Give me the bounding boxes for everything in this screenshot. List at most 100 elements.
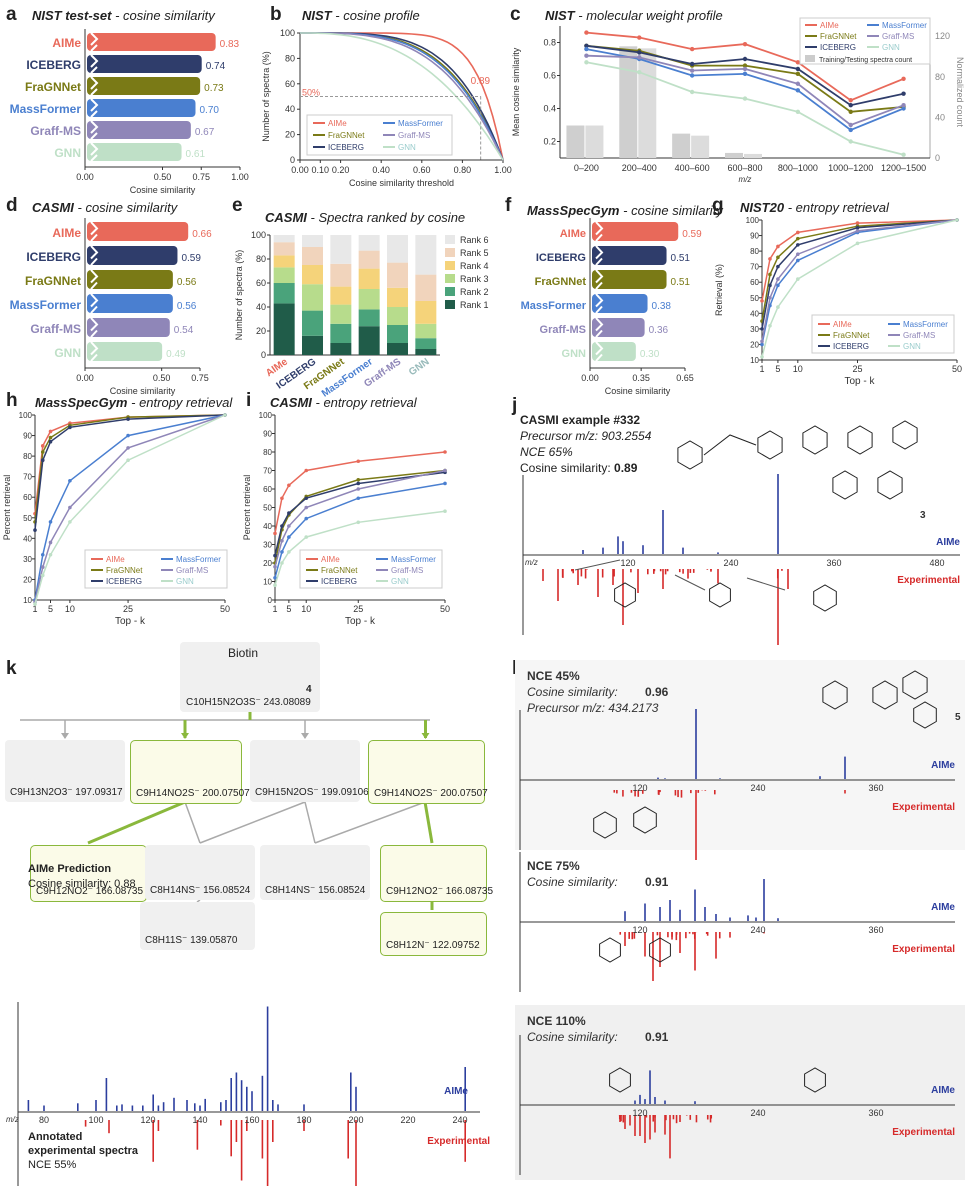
- ytick-label-80: 80: [285, 53, 295, 63]
- ytick-label-80: 80: [23, 452, 32, 461]
- point-AIMe-0: [273, 531, 277, 536]
- ytick-label-20: 20: [23, 575, 32, 584]
- j-nce: NCE 65%: [520, 445, 573, 459]
- xtick-label-25: 25: [853, 364, 863, 374]
- legend-label-ICEBERG: ICEBERG: [820, 43, 856, 52]
- panel-label-l: l: [512, 658, 518, 679]
- xtick-label-10: 10: [301, 604, 311, 614]
- point-AIMe-2: [48, 429, 53, 434]
- legend-label-ICEBERG: ICEBERG: [833, 342, 869, 351]
- point-AIMe-1: [280, 496, 284, 501]
- point-AIMe-6: [901, 76, 906, 81]
- l2-nce: NCE 110%: [527, 1014, 586, 1028]
- k-root-id: 4: [306, 684, 312, 695]
- k-tick-220: 220: [400, 1115, 415, 1125]
- j-tick-360: 360: [826, 558, 841, 568]
- value-label-ICEBERG: 0.59: [181, 253, 201, 264]
- xtick-label-10: 10: [65, 604, 75, 614]
- value-label-Graff-MS: 0.54: [174, 325, 194, 336]
- ytick-label-90: 90: [750, 232, 759, 241]
- point-AIMe-3: [796, 230, 800, 235]
- ytick-label-40: 40: [285, 104, 295, 114]
- point-ICEBERG-2: [48, 439, 53, 444]
- bar-MassFormer-rank6: [358, 235, 380, 251]
- k-fragment-formula-6: C8H14NS⁻ 156.08524: [265, 885, 366, 896]
- legend-swatch-bars: [805, 55, 815, 62]
- bar-ICEBERG-rank2: [302, 310, 323, 336]
- bar-break-AIMe: [90, 221, 99, 242]
- ytick-label-20: 20: [750, 340, 759, 349]
- point-Graff-MS-4: [126, 446, 130, 450]
- l-ring-3: [913, 701, 937, 729]
- k-fragment-box-8: C8H11S⁻ 139.05870: [140, 902, 255, 950]
- bar-test-3: [744, 153, 762, 158]
- bar-break-GNN: [90, 341, 99, 362]
- value-label-GNN: 0.30: [640, 349, 660, 360]
- title-a-sub: - cosine similarity: [115, 8, 215, 23]
- legend-label-FraGNNet: FraGNNet: [321, 566, 358, 575]
- bar-FraGNNet-rank4: [330, 286, 352, 305]
- xtick-label-50: 50: [440, 604, 450, 614]
- ytick-label-60: 60: [23, 493, 32, 502]
- line-FraGNNet: [34, 414, 226, 522]
- point-FraGNNet-4: [356, 477, 361, 482]
- k-fragment-formula-8: C8H11S⁻ 139.05870: [145, 935, 238, 946]
- point-FraGNNet-3: [796, 236, 800, 241]
- panel-title-f: MassSpecGym - cosine similarity: [527, 203, 723, 218]
- point-Graff-MS-1: [768, 295, 772, 300]
- point-ICEBERG-4: [795, 66, 801, 72]
- line-AIMe: [761, 219, 958, 302]
- tick-label-0.75: 0.75: [192, 172, 210, 182]
- k-tree-arrow-2: [301, 733, 309, 739]
- point-Graff-MS-6: [901, 103, 906, 108]
- point-AIMe-2: [287, 483, 291, 488]
- legend-label-GNN: GNN: [882, 43, 900, 52]
- ytick-label-70: 70: [263, 467, 272, 476]
- l2-tick-120: 120: [632, 1108, 647, 1118]
- legend-label-FraGNNet: FraGNNet: [833, 331, 870, 340]
- panel-label-j: j: [512, 395, 518, 416]
- value-label-GNN: 0.61: [186, 149, 206, 160]
- l-ring-2: [902, 670, 928, 700]
- point-Graff-MS-5: [443, 468, 447, 473]
- legend-label-GNN: GNN: [391, 577, 409, 586]
- ytick-label-0: 0: [261, 350, 266, 360]
- panel-label-i: i: [246, 390, 252, 411]
- l0-cos: 0.96: [645, 685, 669, 699]
- j-ring-5: [832, 470, 858, 500]
- category-label-MassFormer: MassFormer: [521, 300, 587, 312]
- k-tick-140: 140: [192, 1115, 207, 1125]
- title-g-sub: - entropy retrieval: [787, 200, 889, 215]
- legend-box: [306, 114, 453, 156]
- category-label-GNN: GNN: [562, 348, 587, 360]
- category-label-GNN: GNN: [54, 146, 81, 160]
- point-GNN-0: [33, 602, 37, 606]
- ylabel: Retrieval (%): [714, 264, 724, 316]
- value-label-ICEBERG: 0.51: [671, 253, 691, 264]
- j-pointer-0: [574, 559, 621, 571]
- xtick-label-1.00: 1.00: [494, 165, 512, 175]
- point-GNN-2: [287, 550, 291, 554]
- bar-MassFormer-rank4: [358, 268, 380, 289]
- point-AIMe-1: [40, 444, 45, 448]
- point-GNN-3: [304, 535, 309, 539]
- title-g-main: NIST20: [740, 200, 785, 215]
- j-ring-0: [677, 440, 703, 470]
- tick-label-0.50: 0.50: [154, 172, 172, 182]
- category-label-Graff-MS: Graff-MS: [540, 324, 586, 336]
- ytick-label-80: 80: [263, 448, 272, 457]
- title-f-main: MassSpecGym: [527, 203, 620, 218]
- ytick-label-100: 100: [280, 28, 295, 38]
- point-AIMe-1: [768, 257, 772, 261]
- point-Graff-MS-3: [68, 505, 72, 510]
- l1-exp-label: Experimental: [892, 944, 955, 955]
- line-GNN: [761, 219, 958, 358]
- point-AIMe-3: [304, 468, 309, 473]
- j-fragments: [614, 582, 837, 612]
- bar-ICEBERG: [87, 55, 202, 73]
- legend-label-ICEBERG: ICEBERG: [106, 577, 142, 586]
- l1-tick-240: 240: [750, 925, 765, 935]
